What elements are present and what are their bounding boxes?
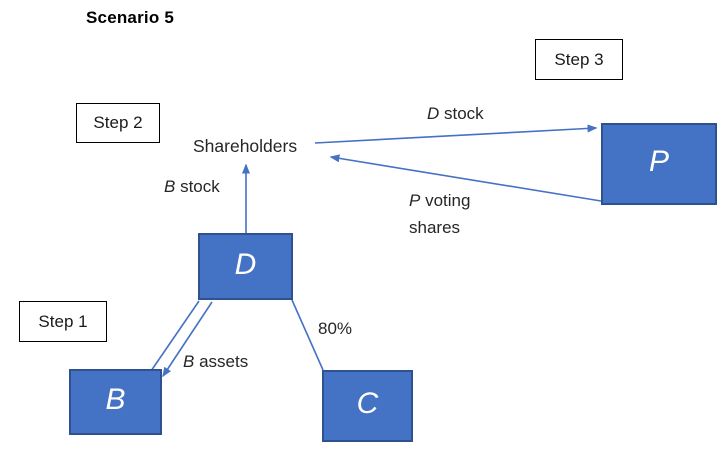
node-p-label: P <box>648 145 669 178</box>
node-box-p: P <box>601 123 717 205</box>
b-stock-label: B stock <box>164 177 220 196</box>
arrow-shareholders-to-p <box>314 124 598 144</box>
step-1-label: Step 1 <box>38 311 88 331</box>
arrow-d-to-b <box>162 301 213 378</box>
shareholders-label: Shareholders <box>193 136 298 156</box>
step-3-label: Step 3 <box>554 49 604 69</box>
p-voting-shares-label: P voting shares <box>409 191 471 237</box>
step-2-box: Step 2 <box>76 103 160 143</box>
b-assets-label: B assets <box>183 352 249 371</box>
diagram-title: Scenario 5 <box>86 8 174 27</box>
node-d-label: D <box>234 247 257 281</box>
node-box-c: C <box>322 370 413 442</box>
node-box-d: D <box>198 233 293 300</box>
line-d-to-b <box>150 300 200 372</box>
step-2-label: Step 2 <box>93 113 143 132</box>
arrow-p-to-shareholders <box>329 154 602 202</box>
line-d-to-c <box>291 299 324 371</box>
node-c-label: C <box>356 387 379 420</box>
d-stock-label: D stock <box>427 104 484 123</box>
node-b-label: B <box>105 383 126 416</box>
node-box-b: B <box>69 369 162 435</box>
step-1-box: Step 1 <box>19 301 107 342</box>
eighty-percent-label: 80% <box>318 319 353 338</box>
step-3-box: Step 3 <box>535 39 623 80</box>
